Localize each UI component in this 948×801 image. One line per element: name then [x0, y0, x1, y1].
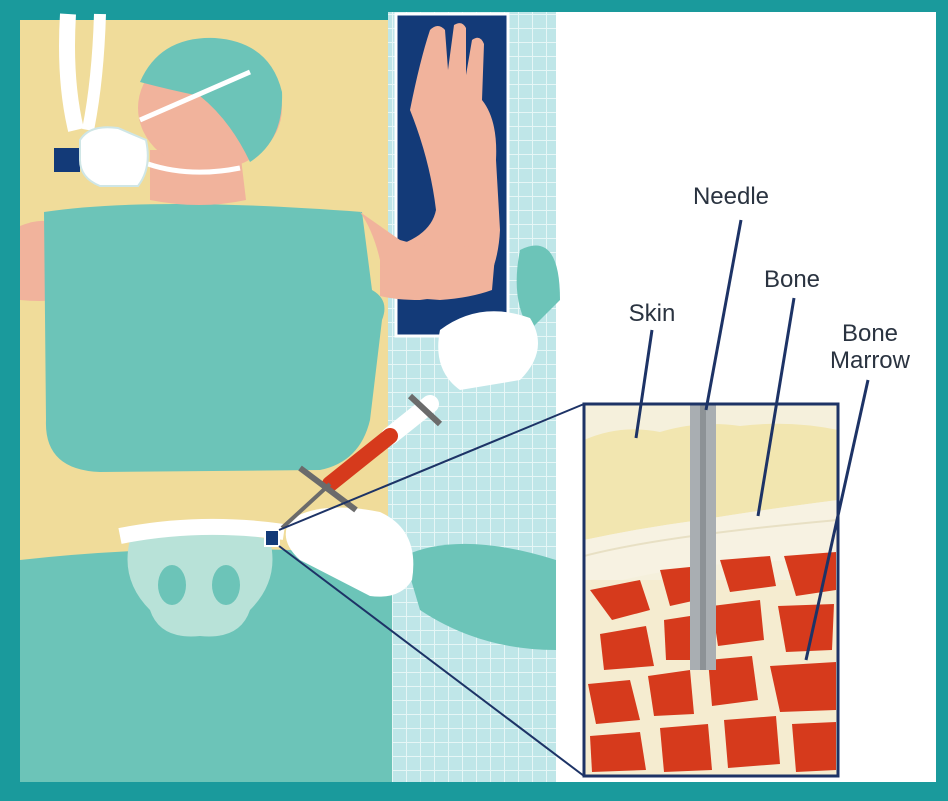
tube-connector [54, 148, 80, 172]
skin-label: Skin [612, 300, 692, 327]
hospital-gown [44, 204, 384, 472]
bone-marrow-label-line2: Marrow [800, 347, 940, 374]
bone-marrow-label-line1: Bone [800, 320, 940, 347]
waistband [120, 527, 284, 536]
pelvis-hole-left [158, 565, 186, 605]
oxygen-tube [67, 14, 76, 130]
cross-section-inset [584, 404, 838, 780]
bone-marrow-label: Bone Marrow [800, 320, 940, 374]
biopsy-site-marker [265, 530, 279, 546]
needle-label: Needle [676, 183, 786, 210]
bone-label: Bone [746, 266, 838, 293]
pelvis-hole-right [212, 565, 240, 605]
oxygen-mask [80, 127, 148, 186]
